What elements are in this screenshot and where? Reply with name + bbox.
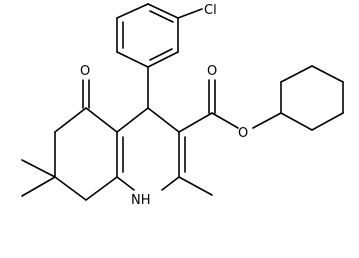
amine-label: NH [131, 193, 151, 208]
bond [85, 176, 118, 201]
bond [280, 112, 313, 131]
bond [54, 176, 87, 201]
bond [149, 48, 173, 61]
gem-methyl-bond [21, 159, 56, 178]
bond [149, 10, 174, 23]
bond [147, 107, 180, 133]
bond [311, 65, 344, 83]
bond [147, 51, 179, 68]
dihydropyridine-ring [116, 107, 186, 191]
ester-oxygen-label: O [238, 126, 248, 141]
bond [147, 3, 179, 19]
cyclohexanone-ring [54, 107, 118, 201]
ketone-oxygen-label: O [80, 64, 90, 79]
bond [116, 107, 149, 133]
gem-methyl-bond [21, 176, 56, 197]
chlorophenyl-ring [116, 3, 179, 68]
bond [116, 176, 135, 191]
c-cl-bond [177, 8, 203, 19]
c2-methyl-bond [178, 176, 213, 196]
cyclohexyl-ring [280, 65, 344, 131]
bond [54, 107, 87, 133]
ester-single-bond [211, 112, 239, 129]
bond [85, 107, 118, 133]
chlorine-label: Cl [204, 3, 217, 18]
bond [116, 3, 149, 19]
bond [116, 51, 149, 68]
o-cyclohexyl-bond [252, 112, 282, 129]
bond [280, 65, 313, 83]
c3-ester-bond [178, 112, 213, 133]
carbonyl-oxygen-label: O [207, 64, 217, 79]
bond [311, 112, 344, 131]
bond [161, 176, 180, 191]
